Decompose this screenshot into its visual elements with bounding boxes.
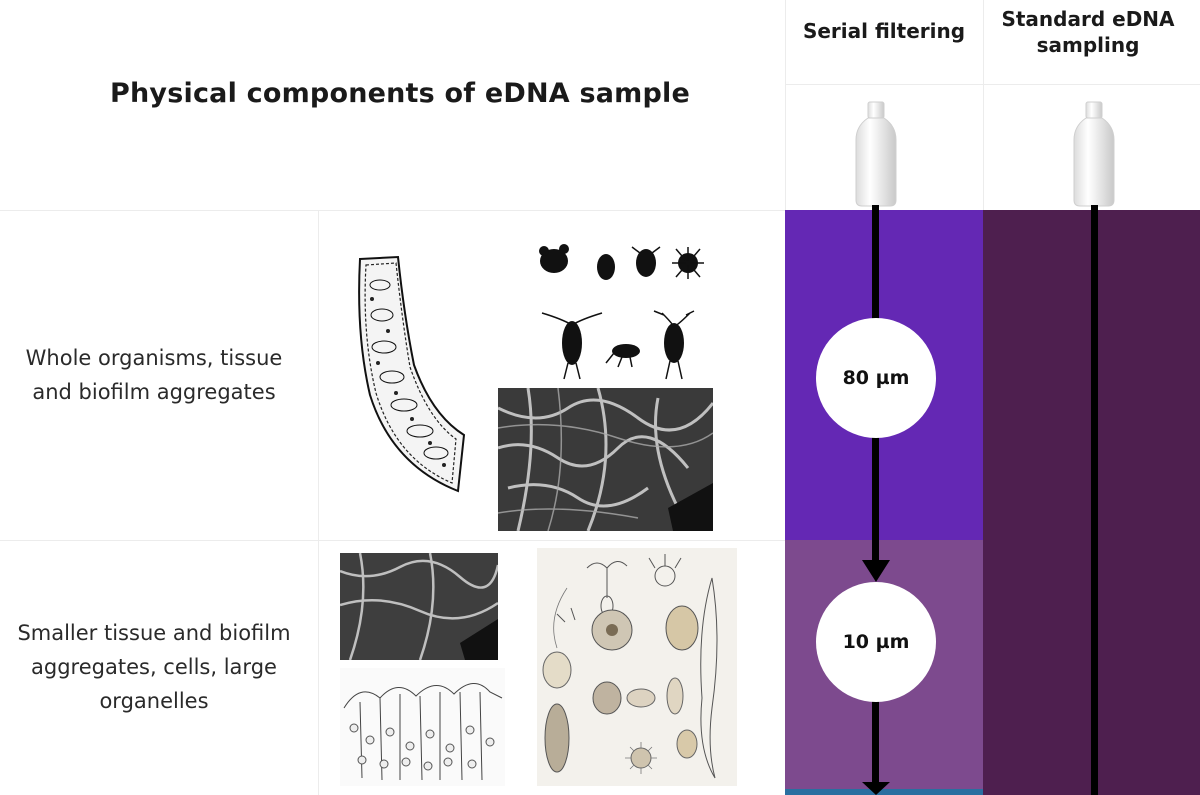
row-label-smaller-tissue: Smaller tissue and biofilm aggregates, c… bbox=[4, 616, 304, 718]
grid-line bbox=[0, 540, 785, 541]
column-header-line: Serial filtering bbox=[802, 19, 966, 43]
standard-flow-line bbox=[1091, 205, 1098, 795]
serial-flow-line bbox=[872, 640, 879, 790]
grid-line bbox=[983, 0, 984, 210]
bottom-accent bbox=[785, 789, 983, 795]
tissue-section-illustration bbox=[358, 255, 466, 493]
epithelial-cells-illustration bbox=[340, 668, 505, 786]
column-header-standard-sampling: Standard eDNA sampling bbox=[983, 6, 1193, 58]
row-label-line: and biofilm aggregates bbox=[32, 380, 276, 404]
column-header-line: sampling bbox=[1036, 33, 1140, 57]
biofilm-micrograph bbox=[498, 388, 713, 531]
row-label-line: organelles bbox=[99, 689, 209, 713]
grid-line bbox=[318, 210, 319, 795]
row-label-whole-organisms: Whole organisms, tissue and biofilm aggr… bbox=[4, 341, 304, 409]
column-header-line: Standard eDNA bbox=[1001, 7, 1175, 31]
arrow-down-icon bbox=[862, 782, 890, 795]
row-label-line: aggregates, cells, large bbox=[31, 655, 277, 679]
column-header-serial-filtering: Serial filtering bbox=[785, 18, 983, 44]
protist-plate-illustration bbox=[537, 548, 737, 786]
bottle-icon bbox=[855, 101, 897, 207]
grid-line bbox=[0, 210, 785, 211]
bottle-icon bbox=[1073, 101, 1115, 207]
filter-size-10: 10 µm bbox=[816, 582, 936, 702]
row-label-line: Smaller tissue and biofilm bbox=[17, 621, 291, 645]
grid-line bbox=[785, 0, 786, 210]
zooplankton-silhouettes bbox=[539, 244, 704, 380]
biofilm-micrograph-small bbox=[340, 553, 498, 660]
grid-line bbox=[785, 84, 1200, 85]
filter-size-80: 80 µm bbox=[816, 318, 936, 438]
row-label-line: Whole organisms, tissue bbox=[25, 346, 283, 370]
diagram-title: Physical components of eDNA sample bbox=[110, 78, 690, 109]
arrow-down-icon bbox=[862, 560, 890, 582]
